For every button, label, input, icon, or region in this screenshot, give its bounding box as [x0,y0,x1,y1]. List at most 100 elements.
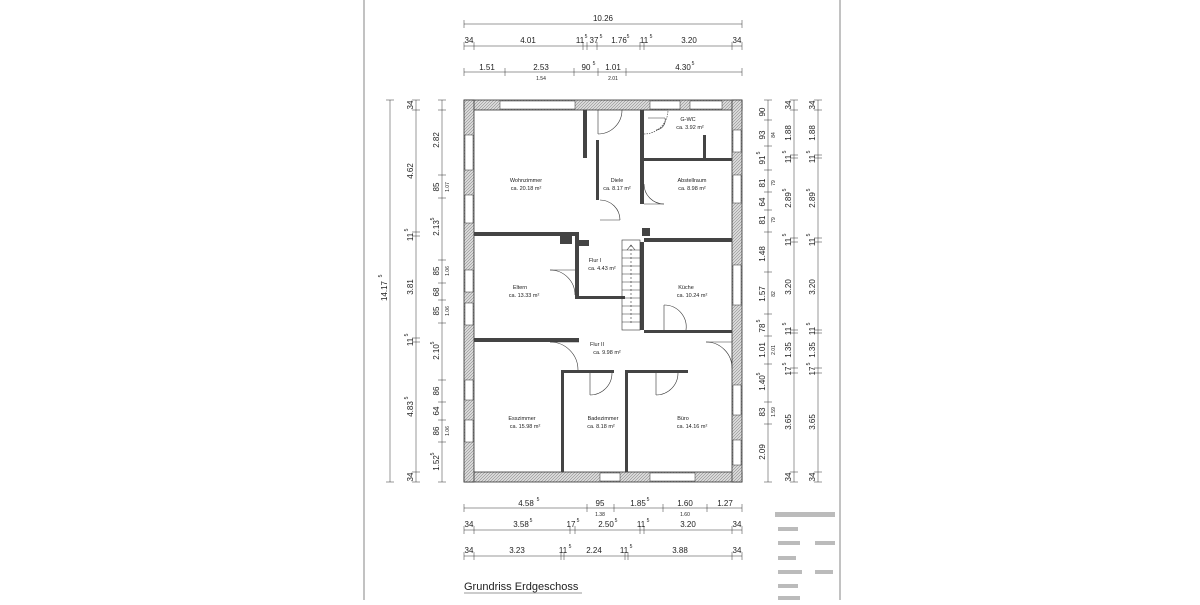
dim-top1-4: 37 [590,36,599,45]
interior-walls [474,110,732,472]
dim-right3-14: 3.65 [808,414,817,430]
room-area-esszimmer: ca. 15.98 m² [510,424,541,430]
dim-left2-small-3: 1.06 [445,426,451,436]
dim-right1-16: 2.01 [771,345,777,355]
dim-right2-1: 1.88 [784,125,793,141]
dim-top2-6: 2.01 [608,76,618,82]
room-area-abstellraum: ca. 8.98 m² [678,186,706,192]
dim-left1-5: 11 [406,337,415,346]
dim-top1-8: 11 [640,36,649,45]
dim-left2-7: 2.10 [432,344,441,360]
dim-right2-12: 17 [784,366,793,375]
dim-right1-12: 82 [771,291,777,297]
dim-left1-0: 34 [406,100,415,109]
dim-left1-4: 3.81 [406,279,415,295]
dim-left1-6: 5 [404,333,410,336]
dim-bot3-4: 2.24 [586,546,602,555]
dim-right1-14: 5 [756,319,762,322]
dim-bot2-2: 5 [530,518,533,524]
room-name-buero: Büro [677,416,689,422]
dim-top2-3: 90 [582,63,591,72]
dim-bot1-8: 1.27 [717,499,733,508]
dim-top2-5: 1.01 [605,63,621,72]
dim-left2-small-2: 1.06 [445,306,451,316]
dim-left2-13: 5 [430,452,436,455]
dim-top2-4: 5 [593,61,596,67]
dim-right1-5: 81 [758,178,767,187]
dim-right3-9: 11 [808,326,817,335]
dim-top1-1: 4.01 [520,36,536,45]
dim-right2-0: 34 [784,100,793,109]
dim-left1-1: 4.62 [406,163,415,179]
dim-right3-15: 34 [808,472,817,481]
dim-right2-6: 11 [784,237,793,246]
top-dimension-labels: 10.26 34 4.01 11 5 37 5 1.76 5 11 5 3.20… [465,14,742,82]
dim-right2-11: 1.35 [784,342,793,358]
dim-left2-2: 2.13 [432,220,441,236]
dim-bot2-10: 34 [733,520,742,529]
bottom-dimension-chains [463,504,743,560]
dim-left2-5: 68 [432,287,441,296]
windows [464,100,742,482]
dim-bot1-4: 1.85 [630,499,646,508]
dim-right2-10: 5 [782,322,788,325]
dim-top1-5: 5 [600,34,603,40]
room-name-esszimmer: Esszimmer [508,416,535,422]
room-name-wohnzimmer: Wohnzimmer [510,178,542,184]
dim-top2-0: 1.51 [479,63,495,72]
dim-right2-8: 3.20 [784,279,793,295]
dim-bot2-3: 17 [567,520,576,529]
room-area-eltern: ca. 13.33 m² [509,293,540,299]
dim-left-total-sup: 5 [378,274,384,277]
left-dimension-labels: 14.17 5 34 4.62 11 5 3.81 11 5 4.83 5 34… [378,100,451,481]
room-area-flur2: ca. 9.98 m² [593,350,621,356]
dim-bot1-0: 4.58 [518,499,534,508]
dim-top1-3: 5 [585,34,588,40]
dim-bot2-6: 5 [615,518,618,524]
dim-right2-5: 5 [782,188,788,191]
dim-right3-0: 34 [808,100,817,109]
room-name-abstellraum: Abstellraum [677,178,706,184]
dim-left2-small-1: 1.06 [445,266,451,276]
dim-left1-7: 4.83 [406,401,415,417]
dim-top2-2: 1.54 [536,76,546,82]
dim-right3-5: 5 [806,188,812,191]
dim-left2-1: 85 [432,182,441,191]
doors [549,109,733,396]
dim-bot3-0: 34 [465,546,474,555]
right-dimension-chains [764,99,822,483]
room-area-badezimmer: ca. 8.18 m² [587,424,615,430]
dim-bot3-7: 3.88 [672,546,688,555]
room-area-diele: ca. 8.17 m² [603,186,631,192]
dim-bot2-9: 3.20 [680,520,696,529]
dim-left1-2: 11 [406,232,415,241]
dim-top1-7: 5 [627,34,630,40]
room-area-kueche: ca. 10.24 m² [677,293,708,299]
dim-right2-9: 11 [784,326,793,335]
dim-right1-21: 2.09 [758,444,767,460]
dim-bot3-1: 3.23 [509,546,525,555]
dim-right1-8: 81 [758,215,767,224]
dim-right3-3: 5 [806,150,812,153]
dim-bot3-2: 11 [559,546,568,555]
dim-right3-11: 1.35 [808,342,817,358]
dim-right1-20: 1.59 [771,407,777,417]
dim-right3-6: 11 [808,237,817,246]
room-name-kueche: Küche [678,285,694,291]
dim-bot2-0: 34 [465,520,474,529]
dim-left2-10: 64 [432,406,441,415]
dim-bot2-1: 3.58 [513,520,529,529]
dim-top-total: 10.26 [593,14,614,23]
dim-right1-9: 79 [771,217,777,223]
room-name-badezimmer: Badezimmer [588,416,619,422]
dim-right2-4: 2.89 [784,192,793,208]
dim-left2-12: 1.52 [432,455,441,471]
room-name-gwc: G-WC [680,117,695,123]
dim-top1-0: 34 [465,36,474,45]
dim-right3-4: 2.89 [808,192,817,208]
dim-right1-2: 84 [771,132,777,138]
room-name-flur2: Flur II [590,342,605,348]
dim-right1-3: 91 [758,155,767,164]
